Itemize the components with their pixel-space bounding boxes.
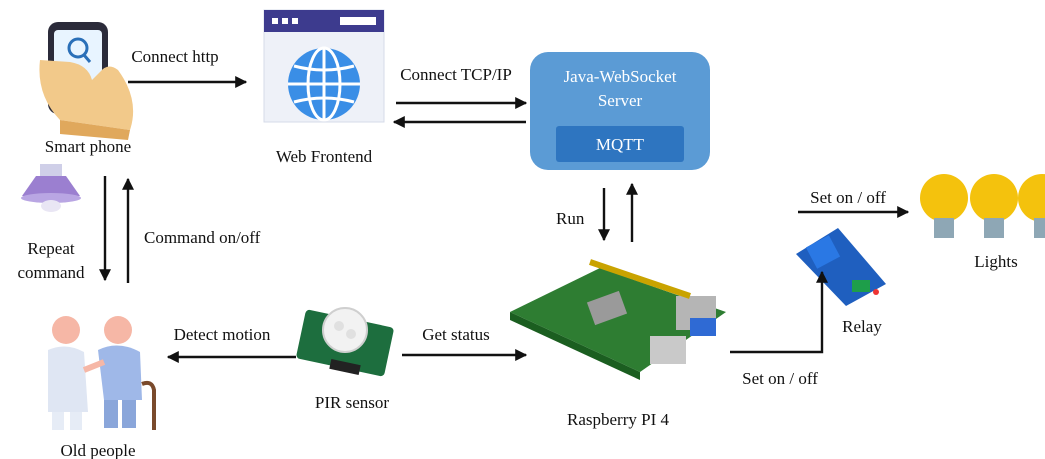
edge-label-get-status: Get status	[422, 325, 490, 344]
lights-label: Lights	[974, 252, 1017, 271]
lights-icon	[920, 174, 1045, 238]
pir-sensor-label: PIR sensor	[315, 393, 389, 412]
bulb-icon	[970, 174, 1018, 238]
speaker-icon	[21, 164, 81, 212]
mqtt-label: MQTT	[596, 135, 645, 154]
server-title-line2: Server	[598, 91, 643, 110]
edge-label-detect-motion: Detect motion	[174, 325, 271, 344]
edge-label-connect-http: Connect http	[131, 47, 218, 66]
arrow-pi-to-relay	[730, 270, 828, 354]
smartphone-icon	[39, 22, 134, 140]
pir-sensor-icon	[296, 307, 394, 377]
raspberry-pi-icon	[510, 259, 726, 380]
web-browser-icon	[263, 9, 385, 123]
server-title-line1: Java-WebSocket	[564, 67, 677, 86]
old-people-icon	[48, 316, 156, 430]
bulb-icon	[1018, 174, 1045, 238]
repeat-command-label-2: command	[17, 263, 85, 282]
smartphone-label: Smart phone	[45, 137, 131, 156]
edge-label-set-onoff-lights: Set on / off	[810, 188, 886, 207]
old-people-label: Old people	[60, 441, 135, 459]
web-frontend-label: Web Frontend	[276, 147, 373, 166]
websocket-server-node: Java-WebSocket Server MQTT	[530, 52, 710, 170]
edge-label-set-onoff-relay: Set on / off	[742, 369, 818, 388]
edge-label-connect-tcpip: Connect TCP/IP	[400, 65, 512, 84]
raspberry-pi-label: Raspberry PI 4	[567, 410, 669, 429]
relay-label: Relay	[842, 317, 882, 336]
edge-label-run: Run	[556, 209, 585, 228]
bulb-icon	[920, 174, 968, 238]
repeat-command-label-1: Repeat	[27, 239, 74, 258]
edge-label-command-onoff: Command on/off	[144, 228, 261, 247]
relay-icon	[796, 228, 886, 306]
